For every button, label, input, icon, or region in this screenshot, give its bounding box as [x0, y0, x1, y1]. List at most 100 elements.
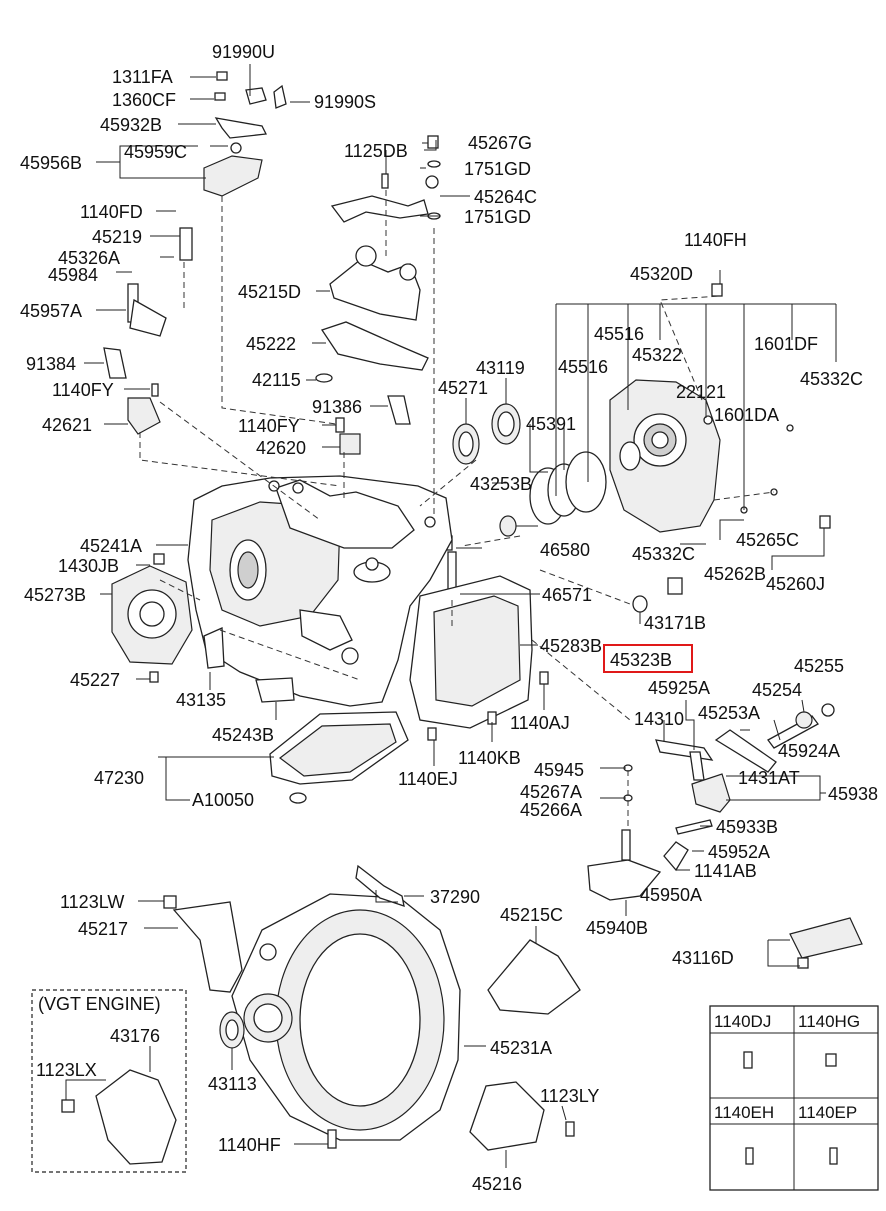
- label-1125DB: 1125DB: [344, 141, 408, 161]
- label-vgt-engine: (VGT ENGINE): [38, 994, 161, 1014]
- label-45216: 45216: [472, 1174, 522, 1194]
- label-45265C: 45265C: [736, 530, 799, 550]
- label-43119: 43119: [476, 358, 525, 378]
- inhibitor-switch-bracket-part: [103, 71, 287, 435]
- label-45227: 45227: [70, 670, 120, 690]
- label-91990S: 91990S: [314, 92, 376, 112]
- label-45332C-b: 45332C: [632, 544, 695, 564]
- label-45332C-a: 45332C: [800, 369, 863, 389]
- label-45933B: 45933B: [716, 817, 778, 837]
- label-14310: 14310: [634, 709, 684, 729]
- label-45950A: 45950A: [640, 885, 702, 905]
- label-45215C: 45215C: [500, 905, 563, 925]
- label-1123LY: 1123LY: [540, 1086, 599, 1106]
- label-42115: 42115: [252, 370, 301, 390]
- label-45326A: 45326A: [58, 248, 120, 268]
- label-1430JB: 1430JB: [58, 556, 119, 576]
- label-47230: 47230: [94, 768, 144, 788]
- label-91386: 91386: [312, 397, 362, 417]
- valve-body-cover-part: [609, 283, 831, 613]
- label-45925A: 45925A: [648, 678, 710, 698]
- vgt-engine-box: [31, 989, 187, 1173]
- label-45322: 45322: [632, 345, 682, 365]
- label-42620: 42620: [256, 438, 306, 458]
- label-45219: 45219: [92, 227, 142, 247]
- label-45391: 45391: [526, 414, 576, 434]
- dashed-guide-lines: [139, 190, 775, 830]
- label-45253A: 45253A: [698, 703, 760, 723]
- side-cover-part: [111, 553, 295, 703]
- label-42621: 42621: [42, 415, 92, 435]
- label-43135: 43135: [176, 690, 226, 710]
- label-1140EJ: 1140EJ: [398, 769, 458, 789]
- label-45260J: 45260J: [766, 574, 825, 594]
- mounting-brackets-part: [61, 895, 581, 1165]
- label-45516-b: 45516: [558, 357, 608, 377]
- label-45267G: 45267G: [468, 133, 532, 153]
- label-1123LW: 1123LW: [60, 892, 124, 912]
- label-43253B: 43253B: [470, 474, 532, 494]
- part-labels: 91990U 1311FA 1360CF 91990S 45932B 45959…: [20, 42, 878, 1194]
- label-43171B: 43171B: [644, 613, 706, 633]
- label-45984: 45984: [48, 265, 98, 285]
- label-45271: 45271: [438, 378, 488, 398]
- label-1140FD: 1140FD: [80, 202, 143, 222]
- transaxle-case-part: [187, 475, 453, 707]
- label-A10050: A10050: [192, 790, 254, 810]
- highlight-box-45323B: [603, 644, 693, 673]
- label-1601DA: 1601DA: [714, 405, 779, 425]
- label-1751GD-a: 1751GD: [464, 159, 531, 179]
- label-45957A: 45957A: [20, 301, 82, 321]
- label-91990U: 91990U: [212, 42, 275, 62]
- label-46580: 46580: [540, 540, 590, 560]
- part-drawings: [61, 71, 863, 1165]
- label-1141AB: 1141AB: [694, 861, 757, 881]
- leader-lines: [65, 64, 837, 1168]
- label-45243B: 45243B: [212, 725, 274, 745]
- label-1140HF: 1140HF: [218, 1135, 281, 1155]
- bolt-table-bolts-part: [743, 1051, 838, 1165]
- label-45255: 45255: [794, 656, 844, 676]
- label-1431AT: 1431AT: [738, 768, 800, 788]
- table-header-1140EP: 1140EP: [798, 1103, 857, 1122]
- shift-cable-bracket-part: [315, 135, 441, 455]
- label-45323B: 45323B: [610, 650, 672, 670]
- label-45231A: 45231A: [490, 1038, 552, 1058]
- label-45516-a: 45516: [594, 324, 644, 344]
- label-46571: 46571: [542, 585, 592, 605]
- label-45273B: 45273B: [24, 585, 86, 605]
- label-45959C: 45959C: [124, 142, 187, 162]
- label-45254: 45254: [752, 680, 802, 700]
- label-1140FY-b: 1140FY: [238, 416, 300, 436]
- label-1311FA: 1311FA: [112, 67, 173, 87]
- bell-housing-part: [219, 864, 461, 1149]
- label-45267A: 45267A: [520, 782, 582, 802]
- label-1140KB: 1140KB: [458, 748, 521, 768]
- label-22121: 22121: [676, 382, 726, 402]
- label-43113: 43113: [208, 1074, 257, 1094]
- table-header-1140DJ: 1140DJ: [714, 1012, 771, 1031]
- table-header-1140HG: 1140HG: [798, 1012, 860, 1031]
- label-1140FH: 1140FH: [684, 230, 747, 250]
- label-45932B: 45932B: [100, 115, 162, 135]
- label-45262B: 45262B: [704, 564, 766, 584]
- label-45940B: 45940B: [586, 918, 648, 938]
- label-45956B: 45956B: [20, 153, 82, 173]
- label-45222: 45222: [246, 334, 296, 354]
- label-45952A: 45952A: [708, 842, 770, 862]
- label-45924A: 45924A: [778, 741, 840, 761]
- seals-and-bearings-part: [437, 403, 607, 603]
- label-45217: 45217: [78, 919, 128, 939]
- label-1360CF: 1360CF: [112, 90, 176, 110]
- shift-lever-assembly-part: [587, 703, 835, 901]
- label-43176: 43176: [110, 1026, 160, 1046]
- label-1601DF: 1601DF: [754, 334, 818, 354]
- label-1123LX: 1123LX: [36, 1060, 97, 1080]
- label-45215D: 45215D: [238, 282, 301, 302]
- label-45938: 45938: [828, 784, 878, 804]
- label-1751GD-b: 1751GD: [464, 207, 531, 227]
- sealant-tube-part: [789, 917, 863, 969]
- label-91384: 91384: [26, 354, 76, 374]
- label-43116D: 43116D: [672, 948, 734, 968]
